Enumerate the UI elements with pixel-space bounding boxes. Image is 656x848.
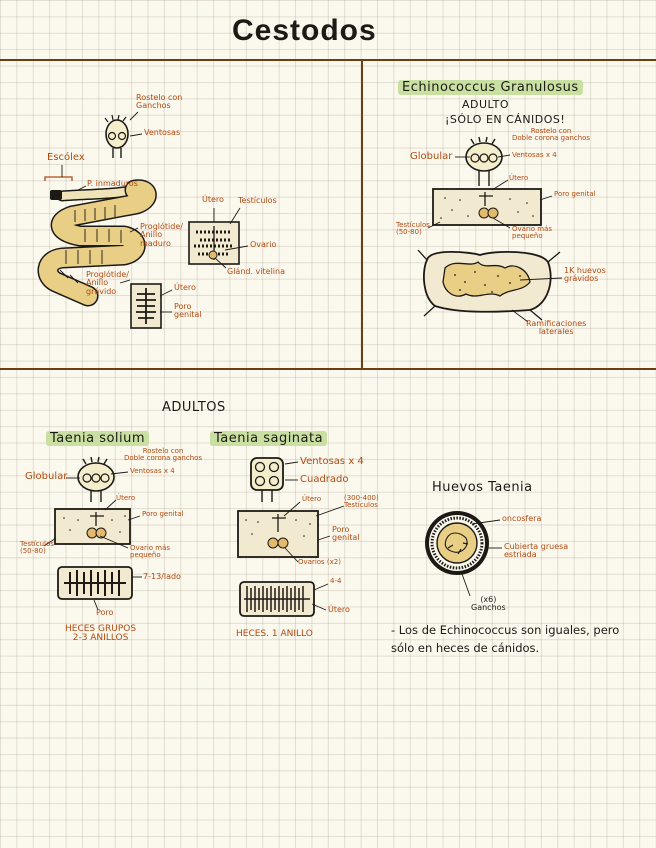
label-glandula-vitelina: Glánd. vitelina [227, 267, 285, 276]
solium-label-poro-genital: Poro genital [142, 510, 184, 518]
saginata-gravid-proglottid [239, 581, 315, 617]
tapeworm-body [37, 176, 157, 307]
huevos-label-cubierta: Cubierta gruesa estriada [504, 542, 569, 560]
solium-gravid-proglottid [57, 566, 133, 600]
solium-label-testiculos: Testículos (50-80) [20, 540, 54, 556]
solium-label-ovario: Ovario más pequeño [130, 544, 171, 560]
echino-label-ramificaciones: Ramificaciones laterales [526, 319, 587, 337]
solium-label-rostelo: Rostelo con Doble corona ganchos [124, 447, 203, 463]
label-ventosas: Ventosas [144, 128, 181, 137]
solium-label-ventosas: Ventosas x 4 [130, 467, 175, 475]
echino-label-huevos: 1K huevos grávidos [564, 266, 606, 284]
solium-label-ramas: 7-13/lado [143, 572, 181, 581]
label-proglotidos-inmaduros: P. inmaduros [87, 179, 138, 188]
label-rostelo: Rostelo con Ganchos [136, 93, 183, 111]
label-testiculos: Testículos [238, 196, 277, 205]
echinococcus-subheading-1: ADULTO [462, 98, 510, 111]
scolex-drawing [104, 114, 129, 158]
note-echinococcus-eggs: - Los de Echinococcus son iguales, pero … [391, 623, 620, 655]
solium-label-poro: Poro [96, 608, 114, 617]
page-title: Cestodos [232, 14, 377, 47]
taenia-egg [425, 511, 489, 575]
label-poro-genital: Poro genital [174, 302, 202, 320]
label-escolex: Escólex [47, 152, 85, 163]
echino-label-rostelo: Rostelo con Doble corona ganchos [512, 127, 591, 143]
solium-mature-proglottid [54, 508, 131, 545]
saginata-label-poro-genital: Poro genital [332, 525, 360, 543]
huevos-label-oncosfera: oncosfera [502, 514, 542, 523]
label-ovario: Ovario [250, 240, 277, 249]
solium-scolex [77, 456, 115, 502]
solium-label-globular: Globular [25, 471, 68, 482]
saginata-label-ramas: 4-4 [330, 577, 342, 585]
echinococcus-scolex [465, 136, 503, 186]
adultos-heading: ADULTOS [162, 400, 226, 415]
leader-lines [43, 111, 563, 611]
label-proglotido-gravido: Proglótide/ Anillo grávido [86, 270, 129, 296]
saginata-label-ventosas: Ventosas x 4 [300, 456, 364, 467]
echino-label-utero: Útero [509, 174, 529, 182]
saginata-label-ovarios: Ovarios (x2) [298, 558, 341, 566]
saginata-label-utero-2: Útero [328, 605, 350, 614]
saginata-label-testiculos: (300-400) Testículos [344, 494, 379, 510]
echinococcus-subheading-2: ¡SÓLO EN CÁNIDOS! [445, 113, 566, 126]
saginata-label-cuadrado: Cuadrado [300, 474, 349, 485]
gravid-proglottid [130, 283, 162, 329]
huevos-label-ganchos: (x6) Ganchos [471, 595, 506, 613]
label-proglotido-maduro: Proglótide/ Anillo maduro [140, 222, 183, 248]
top-divider [0, 59, 656, 61]
saginata-mature-proglottid [237, 510, 319, 558]
label-utero-2: Útero [174, 283, 196, 292]
solium-caption: HECES GRUPOS 2-3 ANILLOS [65, 624, 137, 644]
saginata-label-utero: Útero [302, 495, 322, 503]
huevos-heading: Huevos Taenia [432, 480, 533, 495]
mature-proglottid [188, 221, 240, 265]
echinococcus-proglottid [432, 188, 542, 226]
echino-label-poro-genital: Poro genital [554, 190, 596, 198]
saginata-scolex [250, 457, 284, 502]
saginata-caption: HECES. 1 ANILLO [236, 629, 313, 639]
solium-label-utero: Útero [116, 494, 136, 502]
echinococcus-heading: Echinococcus Granulosus [398, 80, 583, 95]
vertical-divider [361, 59, 363, 369]
solium-heading: Taenia solium [46, 431, 150, 446]
echino-label-globular: Globular [410, 151, 453, 162]
label-utero-1: Útero [202, 195, 224, 204]
echino-label-testiculos: Testículos (50-80) [396, 221, 430, 237]
echinococcus-gravid [417, 249, 561, 321]
echino-label-ventosas: Ventosas x 4 [512, 151, 557, 159]
middle-divider [0, 368, 656, 370]
echino-label-ovario: Ovario más pequeño [512, 225, 553, 241]
saginata-heading: Taenia saginata [210, 431, 328, 446]
